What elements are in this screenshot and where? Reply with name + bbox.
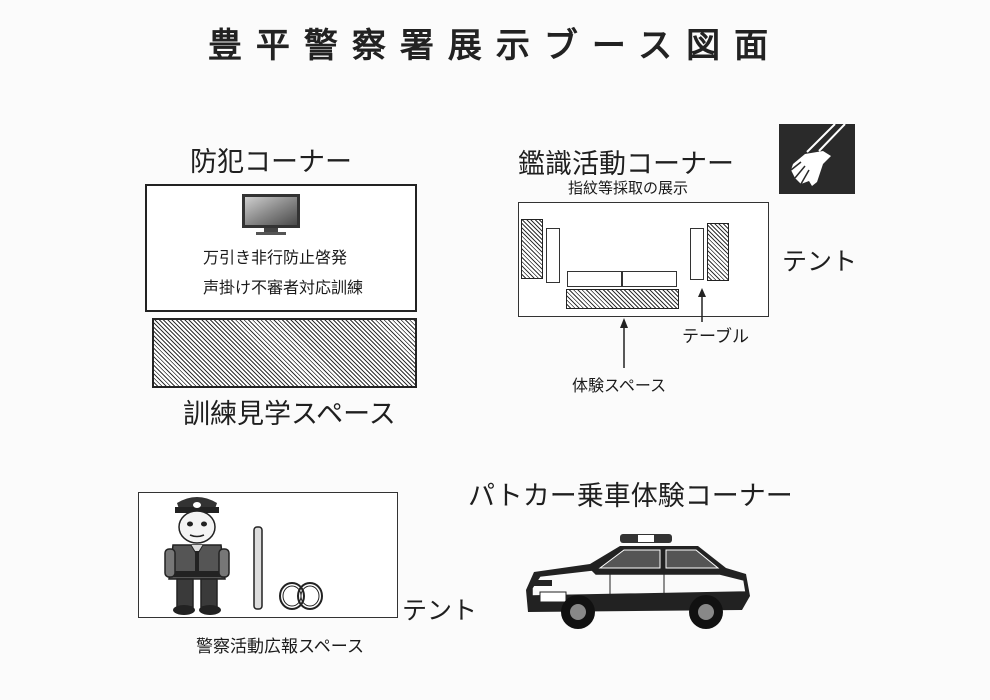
patrol-car-heading: パトカー乗車体験コーナー: [468, 481, 793, 512]
forensics-table-center: [567, 271, 677, 287]
experience-space-label: 体験スペース: [572, 376, 667, 395]
training-viewing-space-label: 訓練見学スペース: [183, 399, 396, 430]
forensics-subheading: 指紋等採取の展示: [568, 179, 689, 197]
forensics-table-right-outer: [707, 223, 729, 281]
hand-icon: [779, 123, 855, 194]
crime-prevention-line2: 声掛け不審者対応訓練: [203, 278, 364, 297]
patrol-car-icon: [526, 534, 750, 629]
police-pr-space-label: 警察活動広報スペース: [196, 637, 364, 657]
pr-tent-label: テント: [402, 596, 478, 625]
forensics-table-left-outer: [521, 219, 543, 279]
crime-prevention-heading: 防犯コーナー: [190, 147, 352, 178]
crime-prevention-line1: 万引き非行防止啓発: [203, 248, 348, 267]
forensics-table-right-inner: [690, 228, 704, 280]
forensics-heading: 鑑識活動コーナー: [518, 149, 734, 180]
crime-prevention-area: 万引き非行防止啓発 声掛け不審者対応訓練: [145, 184, 417, 312]
forensics-tent-area: [518, 202, 769, 317]
handcuffs-icon: [279, 582, 323, 610]
police-officer-icon: [164, 497, 230, 615]
page-title: 豊平警察署展示ブース図面: [207, 26, 783, 66]
tv-icon: [242, 194, 300, 235]
forensics-experience-area: [566, 289, 679, 309]
table-label: テーブル: [682, 327, 749, 347]
forensics-tent-label: テント: [782, 247, 858, 276]
baton-icon: [253, 526, 263, 610]
forensics-table-left-inner: [546, 228, 560, 283]
police-pr-tent-area: [138, 492, 398, 618]
training-viewing-space: [152, 318, 417, 388]
